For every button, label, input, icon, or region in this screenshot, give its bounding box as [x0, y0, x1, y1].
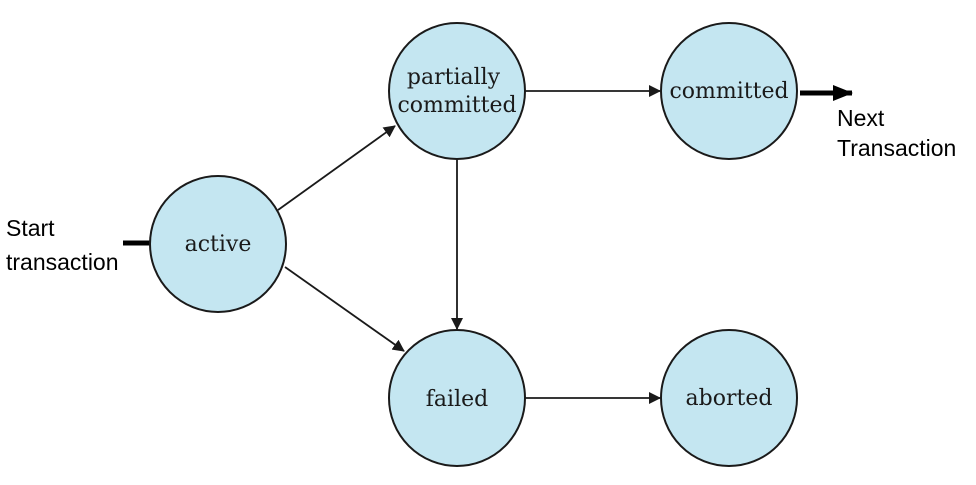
start-transaction-label: Start transaction [6, 215, 119, 275]
state-partially-committed: partially committed [388, 22, 526, 160]
state-partially-committed-circle [388, 22, 526, 160]
next-transaction-line-2: Transaction [837, 135, 956, 161]
transition-active-to-partially-committed [277, 125, 396, 211]
start-transaction-line-2: transaction [6, 249, 119, 275]
state-failed-label: failed [426, 387, 488, 412]
state-partially-committed-line-2: committed [397, 93, 516, 118]
state-partially-committed-label: partially committed [397, 65, 516, 118]
state-aborted: aborted [660, 329, 798, 467]
state-active: active [149, 175, 287, 313]
state-failed: failed [388, 329, 526, 467]
state-committed-circle [660, 22, 798, 160]
state-failed-circle [388, 329, 526, 467]
start-transaction-line-1: Start [6, 215, 55, 241]
state-aborted-circle [660, 329, 798, 467]
state-aborted-label: aborted [686, 386, 773, 411]
next-transaction-line-1: Next [837, 105, 885, 131]
state-committed: committed [660, 22, 798, 160]
state-committed-label: committed [669, 79, 788, 104]
next-transaction-label: Next Transaction [837, 105, 956, 161]
state-partially-committed-line-1: partially [407, 65, 501, 90]
state-active-label: active [185, 232, 252, 257]
transition-active-to-failed [284, 266, 405, 352]
state-active-circle [149, 175, 287, 313]
